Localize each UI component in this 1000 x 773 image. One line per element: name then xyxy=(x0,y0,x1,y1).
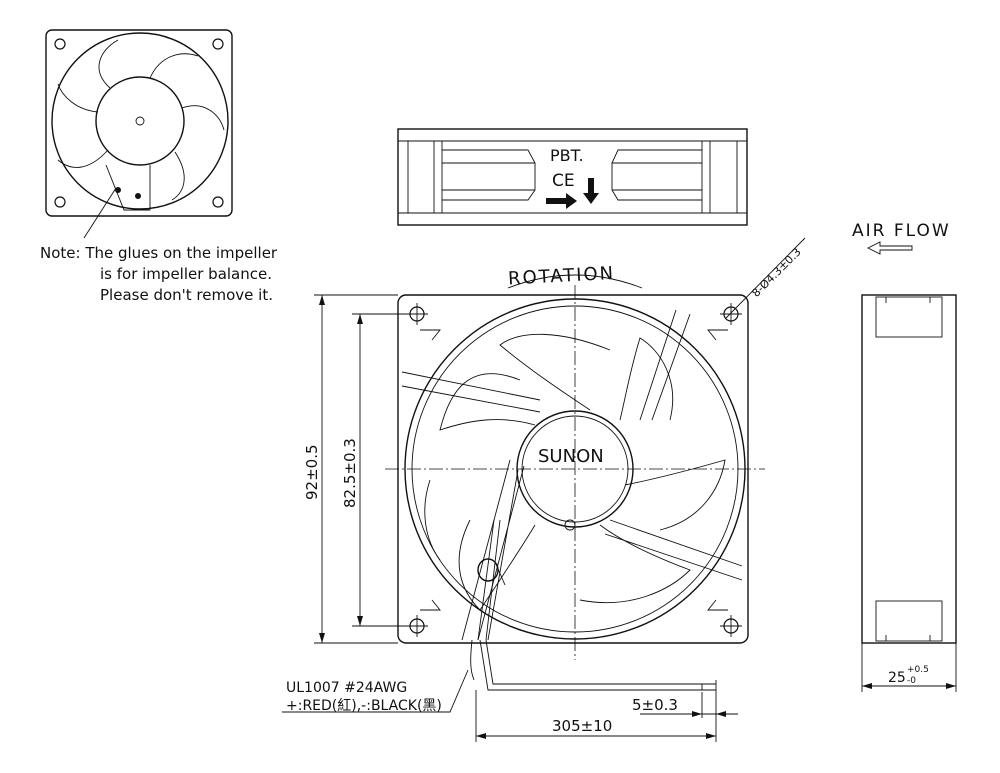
air-flow-arrow-icon xyxy=(866,241,913,255)
outer-size-label: 92±0.5 xyxy=(303,444,321,500)
note-line-3: Please don't remove it. xyxy=(100,286,273,304)
front-view: ROTATION xyxy=(385,237,806,660)
side-view: PBT. CE xyxy=(397,128,748,226)
air-flow-label: AIR FLOW xyxy=(852,221,951,241)
back-view xyxy=(45,29,233,239)
wire-color-label: +:RED(紅),-:BLACK(黑) xyxy=(286,698,442,714)
air-flow-indicator: AIR FLOW xyxy=(852,221,951,255)
arrow-right-icon xyxy=(546,193,577,209)
wire-strip-label: 5±0.3 xyxy=(632,696,678,714)
hole-pitch-label: 82.5±0.3 xyxy=(341,438,359,508)
lead-wires: 5±0.3 305±10 UL1007 #24AWG +:RED(紅),-:BL… xyxy=(282,639,738,742)
dimension-outer-size: 92±0.5 xyxy=(303,294,398,644)
hole-spec-label: 8-Ø4.3±0.3 xyxy=(749,245,803,299)
impeller-note: Note: The glues on the impeller is for i… xyxy=(40,244,278,304)
ce-mark: CE xyxy=(552,171,575,191)
material-label: PBT. xyxy=(550,146,584,165)
rotation-label: ROTATION xyxy=(508,263,616,290)
arrow-down-icon xyxy=(583,178,599,204)
thickness-tol-lower: -0 xyxy=(907,676,916,686)
thickness-label: 25 xyxy=(888,670,906,686)
wire-length-label: 305±10 xyxy=(552,717,612,735)
dimension-hole-pitch: 82.5±0.3 xyxy=(341,313,417,627)
thickness-tol-upper: +0.5 xyxy=(907,665,929,675)
note-line-2: is for impeller balance. xyxy=(100,265,272,283)
wire-spec-label: UL1007 #24AWG xyxy=(286,680,407,696)
note-line-1: Note: The glues on the impeller xyxy=(40,244,278,262)
edge-view: 25 +0.5 -0 xyxy=(861,294,957,692)
brand-label: SUNON xyxy=(538,446,604,467)
